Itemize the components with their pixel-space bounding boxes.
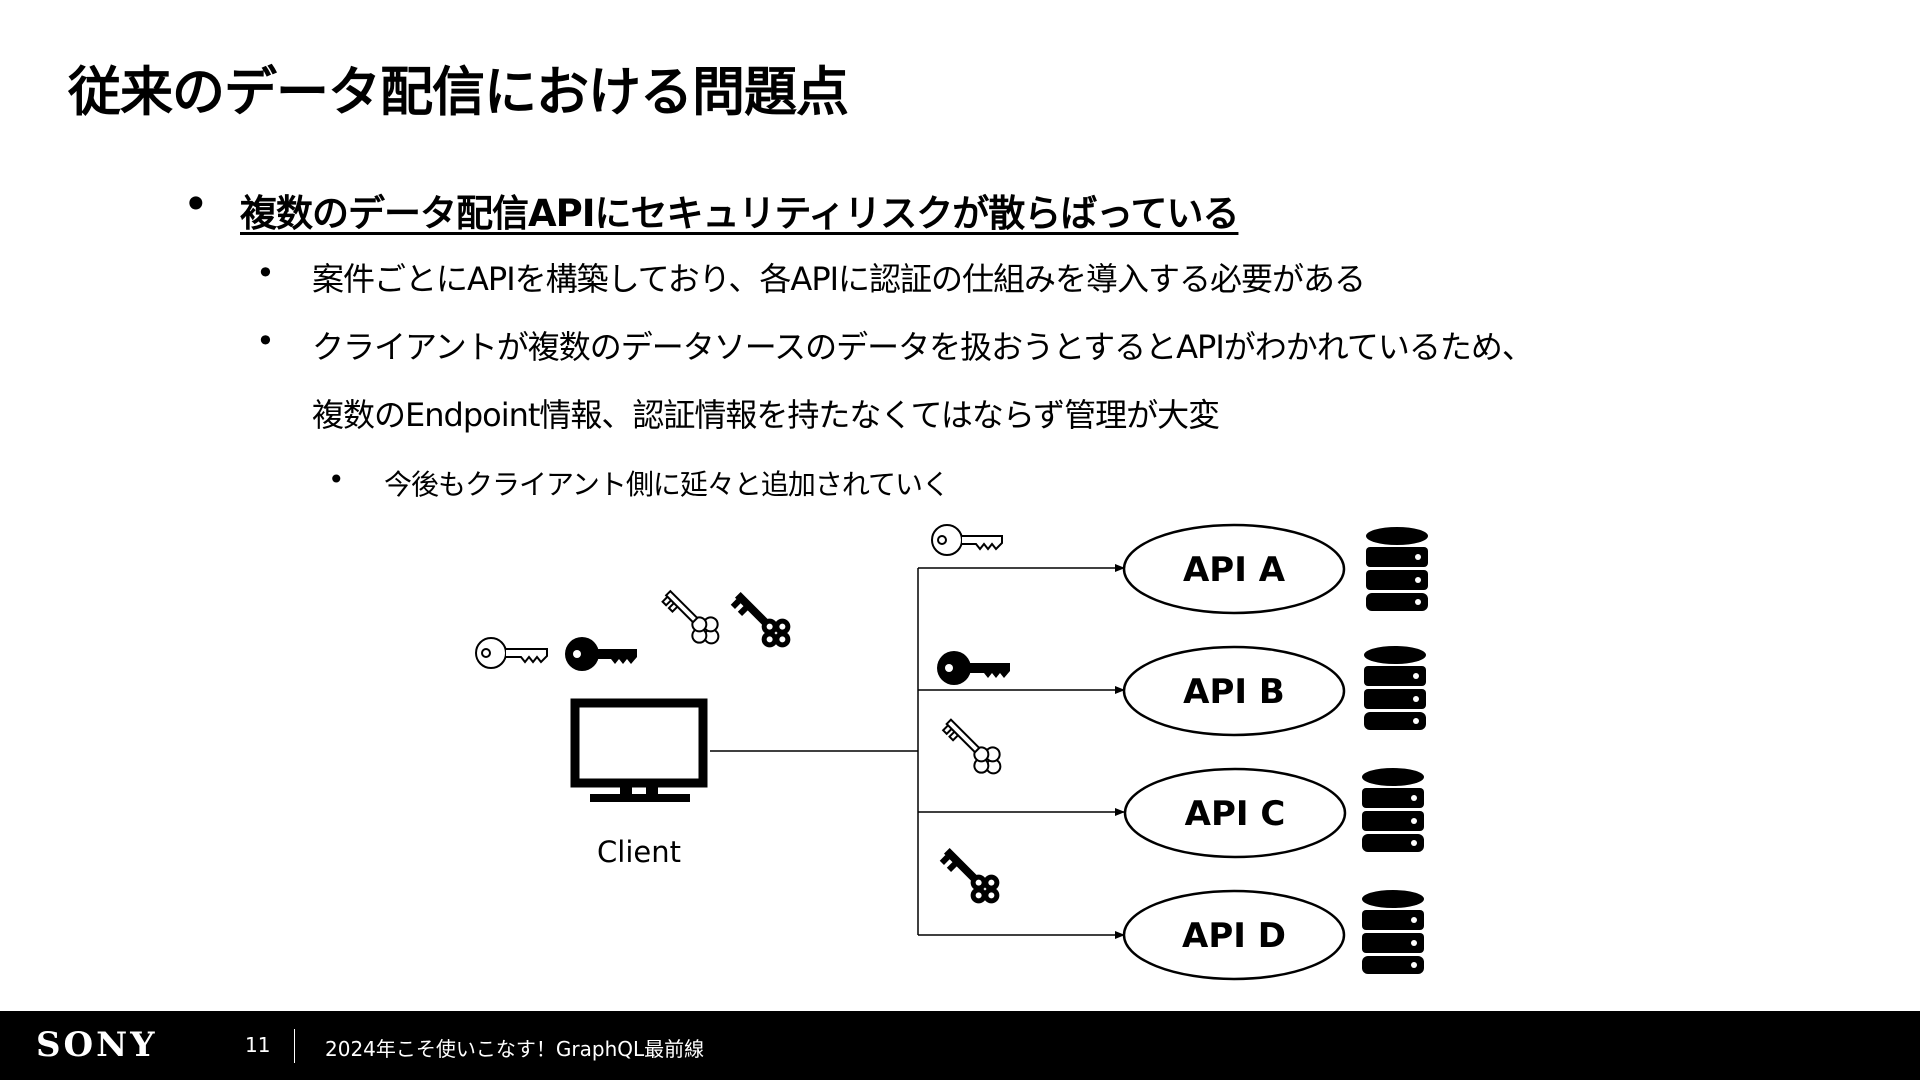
bullet-dot: • <box>256 254 275 292</box>
client-label: Client <box>597 835 681 869</box>
bullet-dot: • <box>328 463 345 496</box>
database-icon <box>1364 646 1426 730</box>
key-icon <box>565 637 637 671</box>
database-icon <box>1362 890 1424 974</box>
api-node-a: API A <box>1122 523 1346 615</box>
slide-title: 従来のデータ配信における問題点 <box>68 62 849 123</box>
footer-bar: SONY 11 2024年こそ使いこなす！GraphQL最前線 <box>0 1011 1920 1080</box>
key-icon <box>661 589 720 645</box>
database-icon <box>1366 527 1428 611</box>
api-label: API A <box>1183 550 1286 590</box>
key-icon <box>475 637 548 669</box>
api-label: API B <box>1183 672 1285 712</box>
connector-lines <box>710 564 1125 939</box>
api-label: API C <box>1185 794 1286 834</box>
key-icon <box>939 847 1000 904</box>
bullet-main-text: 複数のデータ配信APIにセキュリティリスクが散らばっている <box>240 192 1239 235</box>
key-icon <box>941 718 1002 775</box>
sony-logo: SONY <box>36 1025 158 1065</box>
api-node-b: API B <box>1122 645 1346 737</box>
bullet-sub2-text: クライアントが複数のデータソースのデータを扱おうとするとAPIがわかれているため… <box>312 328 1534 366</box>
bullet-dot: • <box>256 322 275 360</box>
api-node-d: API D <box>1122 889 1346 981</box>
key-icon <box>937 651 1010 685</box>
key-icon <box>931 524 1003 556</box>
page-number: 11 <box>245 1033 271 1057</box>
key-icon <box>730 591 791 648</box>
architecture-diagram: Client <box>475 523 1428 981</box>
api-label: API D <box>1182 916 1286 956</box>
footer-divider <box>294 1029 295 1063</box>
bullet-dot: • <box>184 183 208 226</box>
footer-event-title: 2024年こそ使いこなす！GraphQL最前線 <box>325 1037 705 1061</box>
bullet-subsub-text: 今後もクライアント側に延々と追加されていく <box>384 468 950 501</box>
bullet-sub1-text: 案件ごとにAPIを構築しており、各APIに認証の仕組みを導入する必要がある <box>312 260 1366 298</box>
database-icon <box>1362 768 1424 852</box>
api-node-c: API C <box>1123 767 1347 859</box>
monitor-icon <box>570 698 708 802</box>
bullet-sub2-continuation: 複数のEndpoint情報、認証情報を持たなくてはならず管理が大変 <box>312 396 1220 434</box>
